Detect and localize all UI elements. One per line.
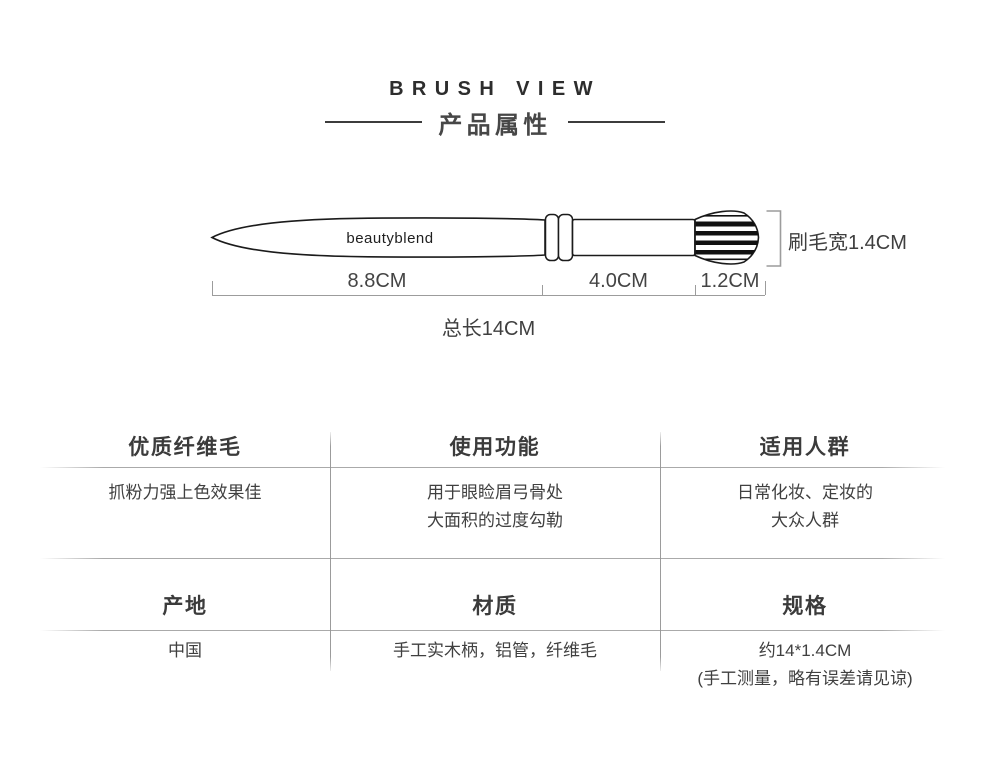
brand-text: beautyblend: [346, 230, 433, 247]
brush-ferrule: [571, 218, 696, 257]
brush-bristles: [694, 210, 760, 265]
measurement-bracket-icon: [766, 210, 782, 267]
segment-label-handle: 8.8CM: [347, 270, 407, 292]
dimension-tick-start: [212, 281, 213, 295]
spec-line: 约14*1.4CM: [758, 641, 852, 660]
spec-header: 适用人群: [759, 436, 851, 459]
spec-line: 抓粉力强上色效果佳: [108, 483, 262, 502]
spec-header: 产地: [162, 595, 208, 618]
spec-header: 材质: [472, 595, 518, 618]
brush-illustration: beautyblend: [210, 210, 782, 267]
brush-ring-1: [544, 213, 560, 262]
bristle-width-label: 刷毛宽1.4CM: [788, 232, 907, 254]
dimension-tick-1: [542, 285, 543, 295]
page-title: BRUSH VIEW: [389, 78, 601, 100]
spec-cell-material: 材质 手工实木柄，铝管，纤维毛: [330, 580, 660, 665]
spec-cell-origin: 产地 中国: [40, 580, 330, 665]
dimension-tick-2: [695, 285, 696, 295]
total-length-label: 总长14CM: [441, 318, 536, 340]
spec-cell-size: 规格 约14*1.4CM (手工测量，略有误差请见谅): [660, 580, 950, 693]
spec-header: 使用功能: [449, 436, 541, 459]
spec-line: 大面积的过度勾勒: [427, 511, 563, 530]
bristle-stripes: [695, 215, 759, 261]
table-divider-left: [330, 432, 331, 671]
table-rule-row1-header: [40, 467, 945, 468]
spec-header: 规格: [782, 595, 828, 618]
spec-line: 手工实木柄，铝管，纤维毛: [393, 641, 597, 660]
dimension-tick-end: [765, 281, 766, 295]
page-subtitle: 产品属性: [438, 111, 552, 139]
subtitle-row: 产品属性: [0, 106, 990, 139]
spec-line: 用于眼睑眉弓骨处: [427, 483, 563, 502]
spec-line: 中国: [168, 641, 202, 660]
subtitle-right-rule: [567, 121, 665, 123]
spec-cell-audience: 适用人群 日常化妆、定妆的 大众人群: [660, 425, 950, 535]
spec-line: (手工测量，略有误差请见谅): [697, 669, 913, 688]
spec-line: 大众人群: [771, 511, 839, 530]
spec-line: 日常化妆、定妆的: [737, 483, 873, 502]
table-rule-row2-header: [40, 630, 945, 631]
table-divider-right: [660, 432, 661, 671]
subtitle-left-rule: [325, 121, 423, 123]
spec-cell-function: 使用功能 用于眼睑眉弓骨处 大面积的过度勾勒: [330, 425, 660, 535]
segment-label-ferrule: 4.0CM: [589, 270, 648, 292]
table-rule-row-separator: [40, 558, 945, 559]
segment-label-bristles: 1.2CM: [700, 270, 760, 292]
spec-header: 优质纤维毛: [128, 436, 242, 459]
spec-cell-bristle-quality: 优质纤维毛 抓粉力强上色效果佳: [40, 425, 330, 507]
dimension-line: [212, 295, 765, 296]
brush-ring-2: [557, 213, 574, 262]
